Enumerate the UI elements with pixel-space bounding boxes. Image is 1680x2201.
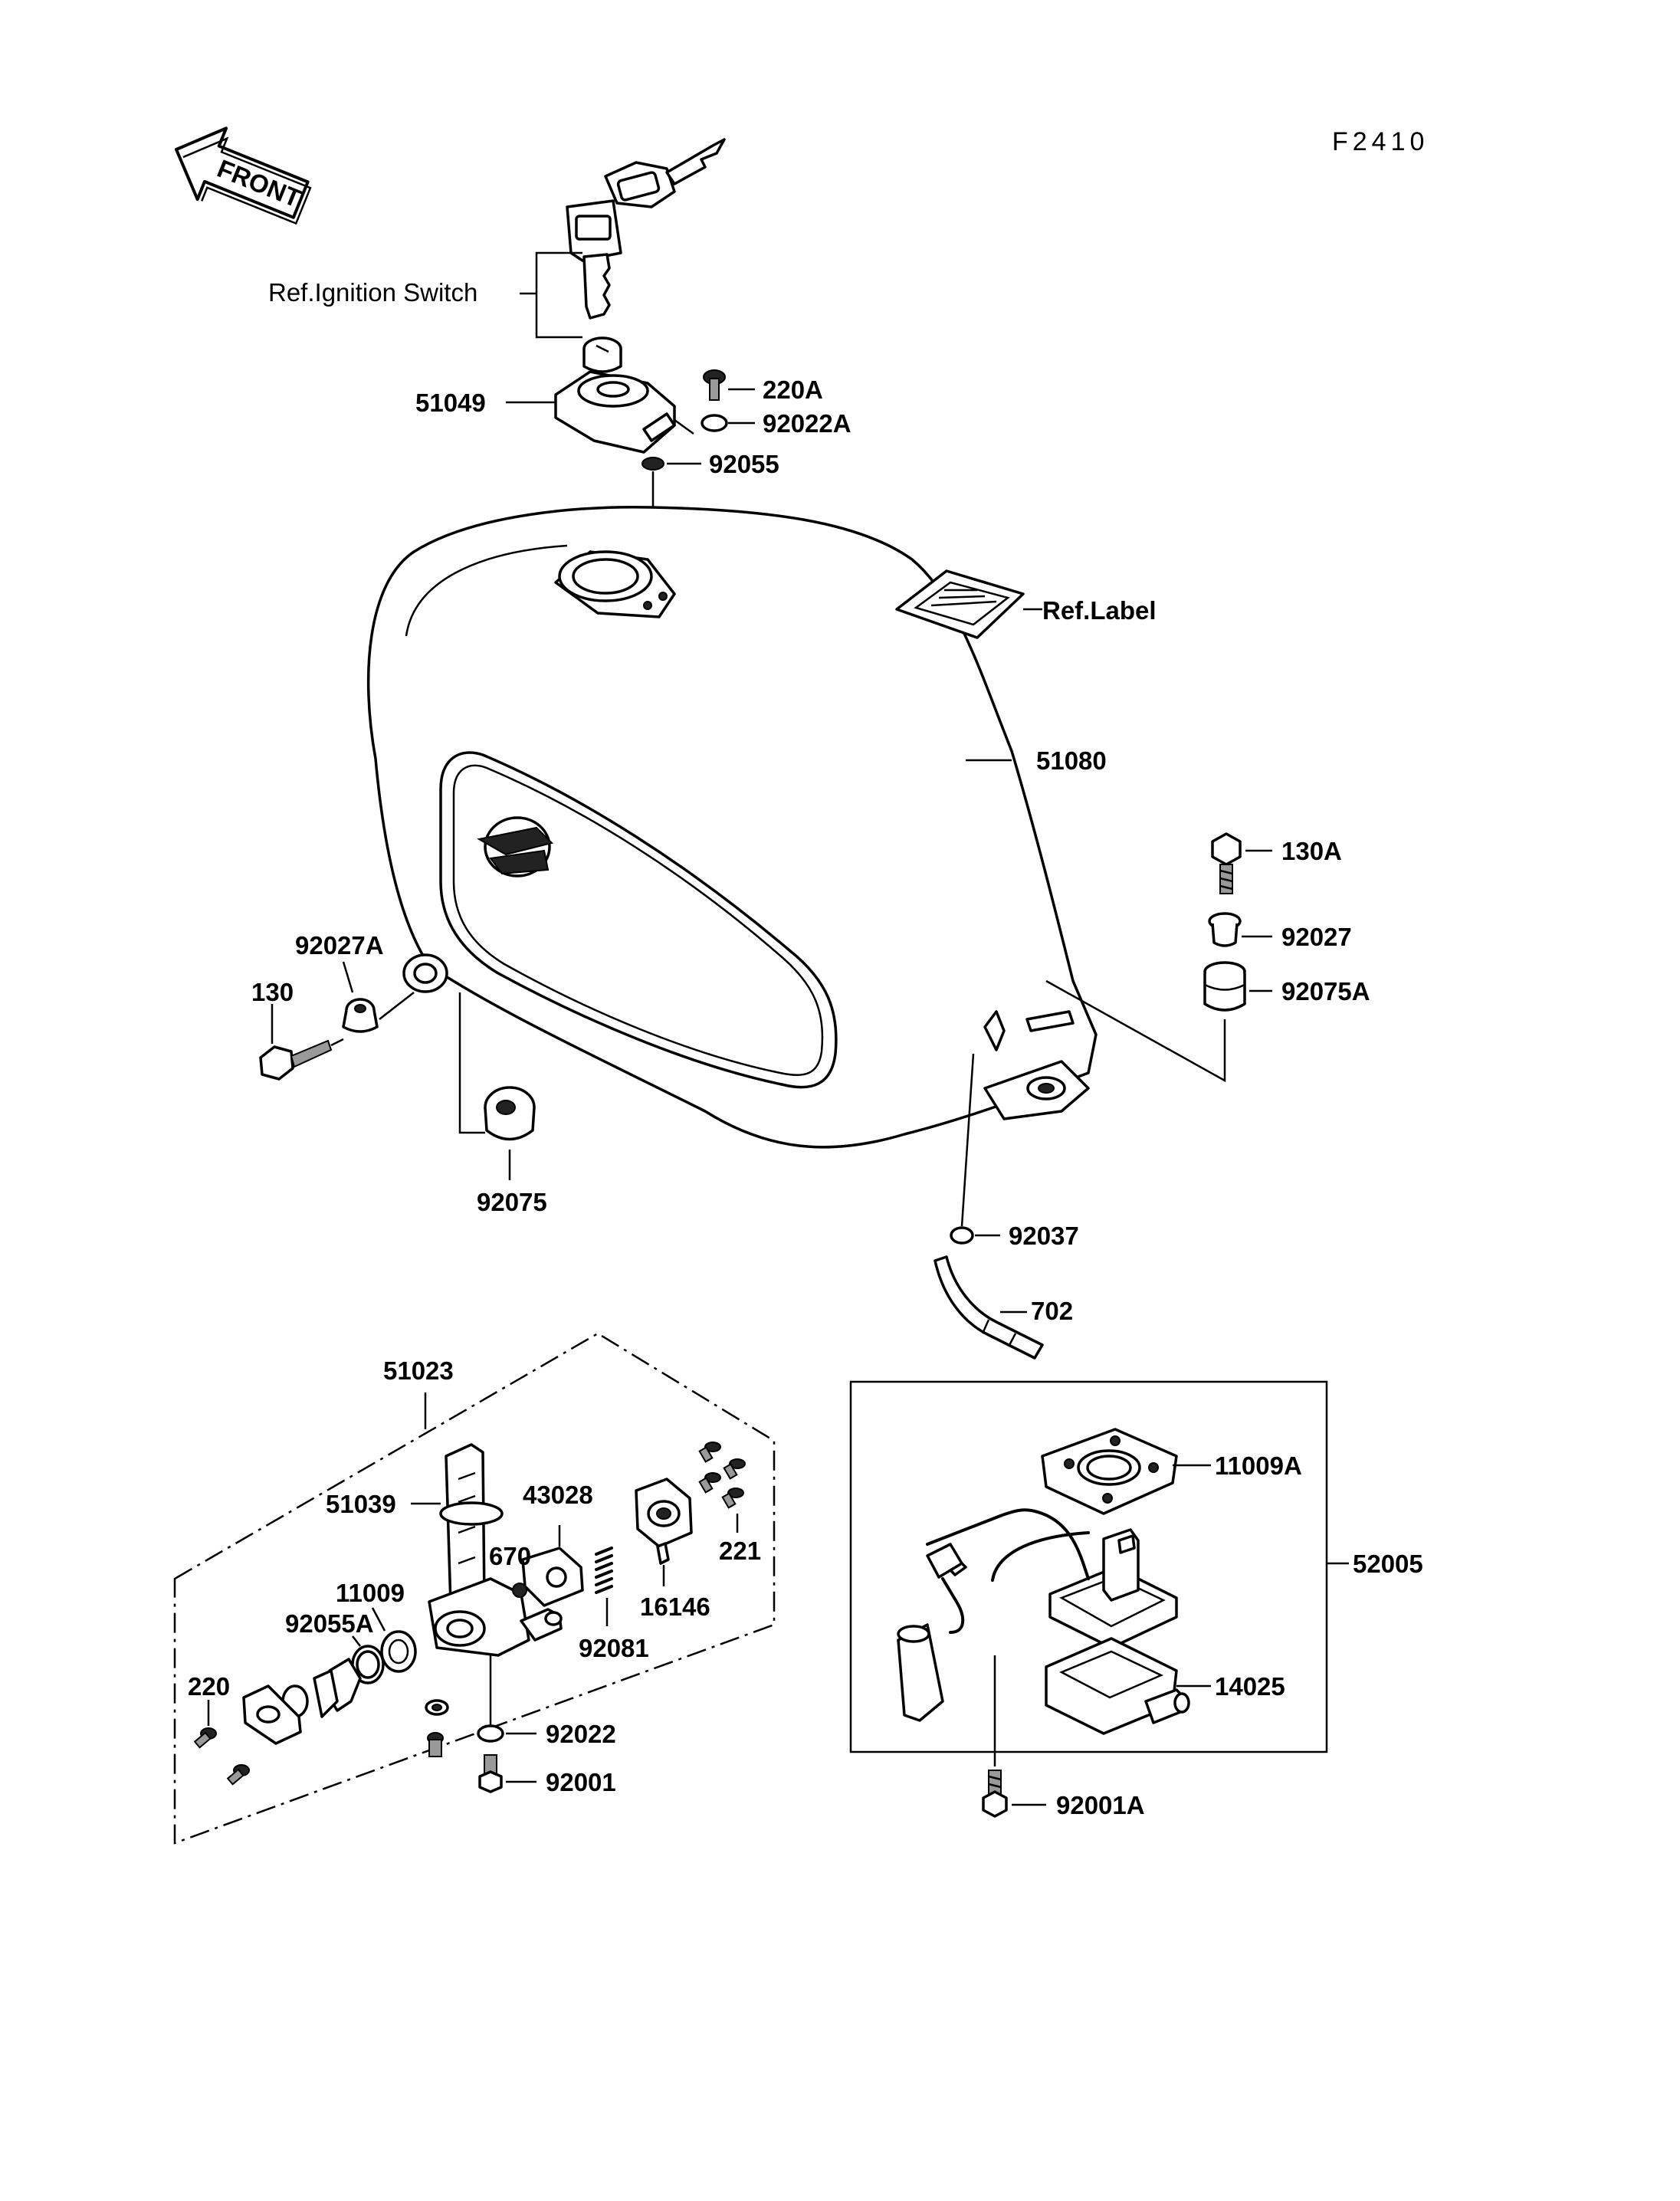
- rear-mount-leader: [1045, 979, 1226, 1083]
- diaphragm-cover-43028-icon: [521, 1547, 584, 1607]
- part-130: 130: [251, 978, 294, 1006]
- part-11009: 11009: [336, 1579, 405, 1607]
- washer-92022-icon: [477, 1724, 504, 1743]
- sender-unit-icon: [897, 1508, 1178, 1722]
- part-220a: 220A: [763, 376, 823, 404]
- part-11009a: 11009A: [1215, 1451, 1302, 1480]
- fuel-cock-assembly-boundary: [173, 1332, 776, 1845]
- part-92022: 92022: [546, 1720, 616, 1748]
- spring-92081-icon: [595, 1547, 613, 1594]
- part-92022a: 92022A: [763, 409, 851, 438]
- part-92027: 92027: [1281, 923, 1352, 951]
- part-221: 221: [719, 1537, 761, 1565]
- part-51080: 51080: [1036, 746, 1107, 775]
- o-ring-92055-icon: [641, 457, 664, 471]
- part-52005: 52005: [1353, 1550, 1423, 1578]
- part-92001a: 92001A: [1056, 1791, 1145, 1819]
- part-130a: 130A: [1281, 837, 1342, 865]
- part-702: 702: [1031, 1297, 1073, 1325]
- part-14025: 14025: [1215, 1672, 1285, 1701]
- hose-702-icon: [934, 1255, 1044, 1360]
- part-92075a: 92075A: [1281, 977, 1370, 1005]
- part-16146: 16146: [640, 1593, 710, 1621]
- bolt-130a-icon: [1211, 832, 1242, 894]
- fuel-tank-icon: [366, 506, 1098, 1149]
- front-arrow: FRONT: [175, 126, 312, 225]
- part-670: 670: [489, 1542, 531, 1570]
- part-51039: 51039: [326, 1490, 396, 1518]
- bolt-130-icon: [259, 1039, 333, 1081]
- ignition-switch-bracket: [520, 251, 582, 339]
- figure-code: F2410: [1332, 127, 1429, 156]
- part-92081: 92081: [579, 1634, 649, 1662]
- ref-ignition-switch: Ref.Ignition Switch: [268, 278, 477, 307]
- part-92027a: 92027A: [295, 931, 384, 959]
- fuel-sensor-assembly-box: [849, 1380, 1328, 1753]
- washer-92022a-icon: [701, 414, 728, 432]
- label-plate-icon: [895, 569, 1025, 639]
- bolt-92001a-icon: [982, 1770, 1008, 1818]
- part-670-icon: [512, 1583, 527, 1598]
- part-51023: 51023: [383, 1356, 454, 1385]
- screw-220a-icon: [703, 369, 726, 401]
- gasket-11009a-icon: [1041, 1428, 1178, 1515]
- fuel-cock-body-icon: [428, 1443, 563, 1657]
- damper-92075-icon: [484, 1086, 536, 1141]
- part-92001: 92001: [546, 1768, 616, 1796]
- part-220: 220: [188, 1672, 230, 1701]
- part-43028: 43028: [523, 1481, 593, 1509]
- lever-group-icon: [193, 1630, 417, 1786]
- collar-92027a-icon: [342, 998, 379, 1033]
- part-51049: 51049: [415, 389, 486, 417]
- sensor-cover-14025-icon: [1045, 1637, 1190, 1735]
- cock-mount-parts-icon: [425, 1699, 449, 1757]
- cap-lock-cover-icon: [554, 370, 676, 454]
- collar-92027-icon: [1208, 912, 1242, 947]
- part-92055a: 92055A: [285, 1609, 374, 1638]
- part-92055: 92055: [709, 450, 779, 478]
- clamp-92037-icon: [950, 1226, 974, 1245]
- part-92037: 92037: [1009, 1222, 1079, 1250]
- screws-221-icon: [698, 1442, 746, 1509]
- damper-92075a-icon: [1203, 961, 1246, 1012]
- ignition-key-icon: [566, 138, 726, 373]
- bolt-92001-icon: [478, 1754, 503, 1793]
- part-92075: 92075: [477, 1188, 547, 1216]
- cover-16146-icon: [635, 1478, 693, 1565]
- ref-label: Ref.Label: [1042, 596, 1157, 625]
